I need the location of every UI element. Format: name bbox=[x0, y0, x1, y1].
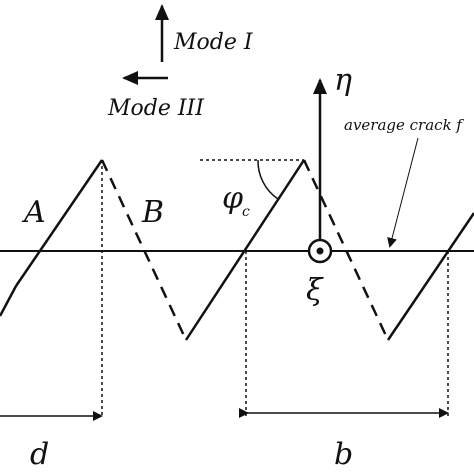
angle-arc bbox=[257, 159, 279, 200]
dashed-segment-b bbox=[100, 159, 188, 341]
segment-a-label: A bbox=[21, 195, 46, 230]
xi-axis-dot bbox=[316, 247, 324, 255]
average-front-leader bbox=[387, 137, 419, 248]
xi-label: ξ bbox=[306, 273, 324, 308]
dashed-segment-right bbox=[302, 159, 390, 341]
dimension-b-label: b bbox=[334, 437, 353, 472]
angle-label: φ bbox=[222, 181, 243, 216]
mode-iii-label: Mode III bbox=[107, 96, 205, 121]
segment-b-label: B bbox=[141, 195, 164, 230]
eta-label: η bbox=[334, 63, 352, 98]
solid-segment-a bbox=[14, 159, 104, 287]
solid-segment-left-edge bbox=[0, 285, 18, 317]
angle-subscript: c bbox=[242, 204, 250, 220]
average-front-label: average crack f bbox=[344, 116, 464, 134]
solid-segment-middle bbox=[184, 159, 306, 341]
solid-segment-right bbox=[386, 212, 474, 341]
mode-i-label: Mode I bbox=[173, 30, 254, 55]
dimension-d-label: d bbox=[30, 437, 49, 472]
